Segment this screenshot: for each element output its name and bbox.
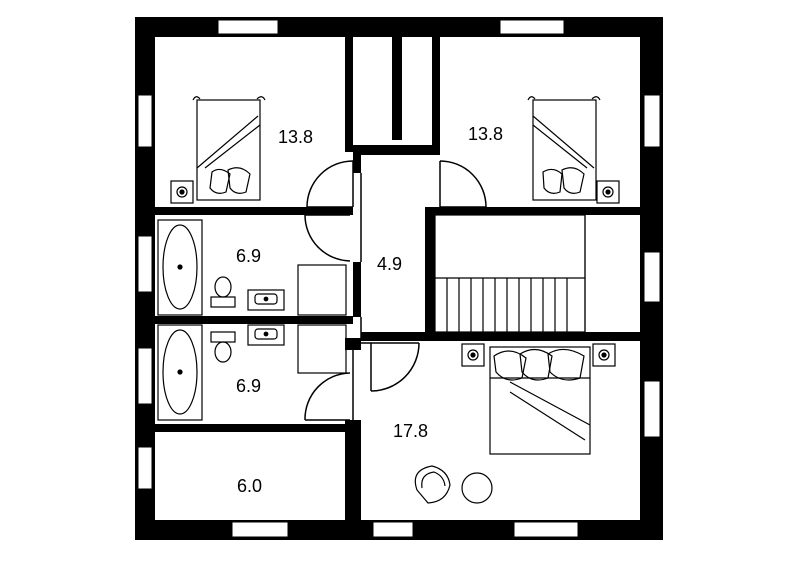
single-bed — [527, 96, 601, 201]
wall-hall-right — [425, 207, 435, 337]
area-label-hall: 4.9 — [377, 254, 402, 274]
armchair — [414, 465, 451, 504]
area-label-bathroom-lower: 6.9 — [236, 376, 261, 396]
door-swing — [304, 372, 351, 421]
door-swing — [370, 342, 420, 392]
window — [137, 235, 153, 293]
nightstand — [596, 180, 620, 204]
double-bed — [489, 346, 591, 455]
stair-landing — [434, 214, 586, 333]
window — [643, 94, 661, 148]
round-table — [461, 472, 493, 504]
window — [217, 19, 279, 35]
window — [643, 380, 661, 438]
wall-bath-bath — [155, 316, 353, 324]
nightstand — [170, 180, 194, 204]
single-bed — [192, 96, 266, 201]
sink — [247, 289, 285, 311]
wall-hall-top — [353, 145, 440, 155]
wall-bedroom-bath — [155, 207, 353, 215]
area-label-master-bedroom: 17.8 — [393, 421, 428, 441]
window — [372, 521, 414, 538]
window — [643, 251, 661, 303]
nightstand — [592, 343, 616, 367]
door-swing — [304, 214, 351, 262]
bathtub — [157, 219, 203, 316]
wall-hall-left-3 — [345, 338, 361, 350]
wall-stair-top — [435, 207, 640, 215]
area-label-storage: 6.0 — [237, 476, 262, 496]
sink — [247, 324, 285, 346]
stairs — [434, 214, 586, 333]
door-swing — [439, 160, 487, 208]
area-label-bathroom-upper: 6.9 — [236, 246, 261, 266]
toilet — [210, 331, 236, 363]
wall-hall-left-4 — [345, 420, 361, 520]
doors — [304, 160, 487, 421]
toilet — [210, 276, 236, 308]
nightstand — [461, 343, 485, 367]
area-label-bedroom-top-right: 13.8 — [468, 124, 503, 144]
shower-area — [297, 324, 347, 374]
wall-stair-bottom — [361, 332, 640, 341]
wall-left-bedroom-corridor — [345, 37, 353, 152]
window — [137, 446, 153, 490]
wall-hall-left — [353, 145, 361, 173]
wall-between-top-rooms — [392, 37, 402, 140]
wall-right-bedroom-corridor — [432, 37, 440, 152]
wall-hall-left-2 — [353, 262, 361, 317]
bathtub — [157, 324, 203, 421]
window — [499, 19, 565, 35]
area-label-bedroom-top-left: 13.8 — [278, 127, 313, 147]
window — [137, 94, 153, 148]
windows — [137, 19, 661, 538]
door-swing — [306, 160, 354, 208]
window — [137, 347, 153, 405]
furniture — [157, 96, 620, 504]
window — [231, 521, 289, 538]
area-labels: 13.8 13.8 6.9 4.9 6.9 17.8 6.0 — [236, 124, 503, 496]
window — [513, 521, 579, 538]
shower-area — [297, 264, 347, 316]
wall-bath-storage — [155, 424, 353, 432]
outer-wall-top — [135, 17, 663, 37]
